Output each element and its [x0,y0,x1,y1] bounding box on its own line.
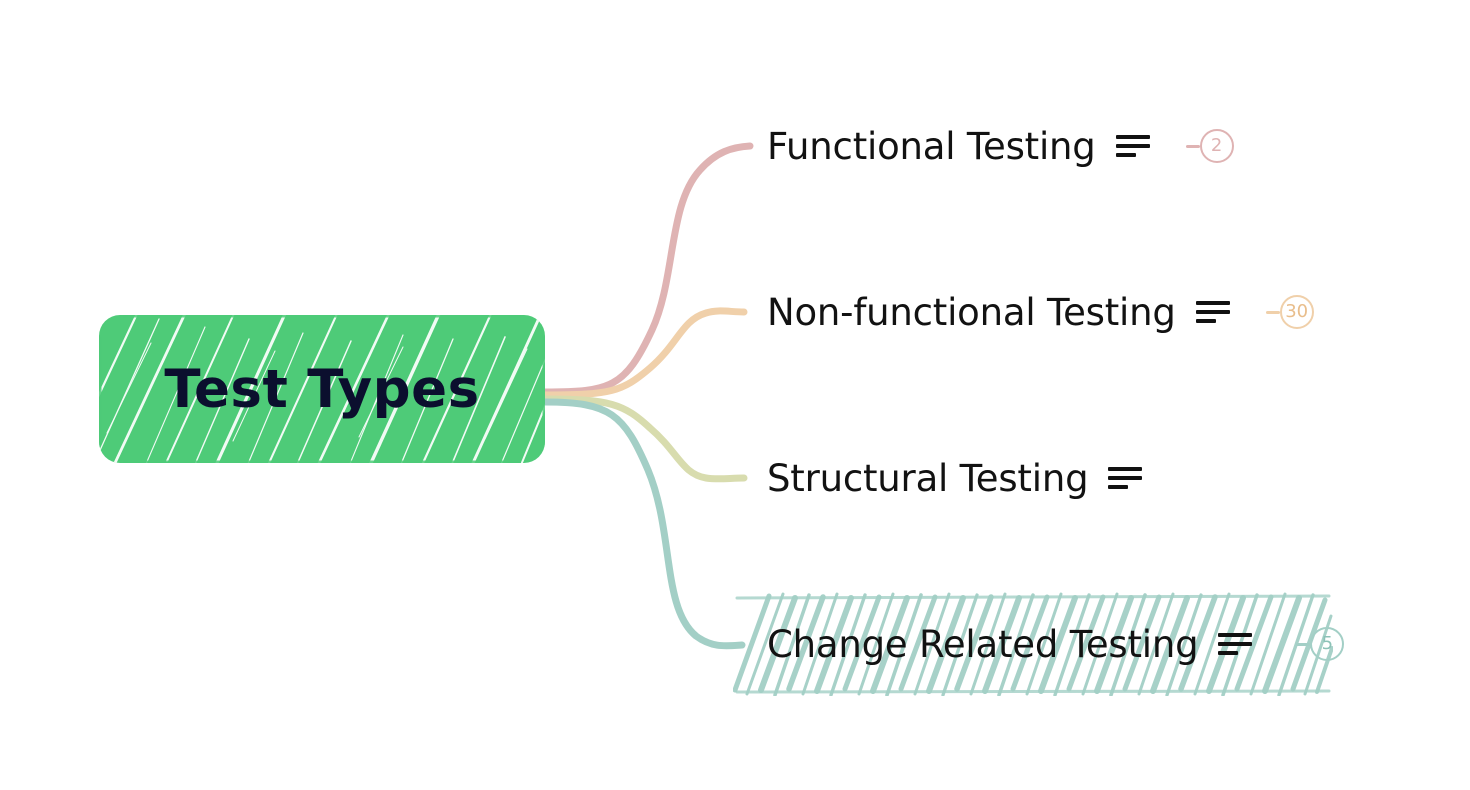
branch-non-functional-testing[interactable]: Non-functional Testing 30 [767,282,1314,342]
branch-label-non-functional-testing: Non-functional Testing [767,290,1176,334]
branch-curve-non-functional-testing [541,307,748,399]
count-badge-non-functional-testing[interactable]: 30 [1265,295,1314,329]
branch-curve-structural-testing [541,395,748,483]
badge-count: 5 [1310,627,1345,661]
count-badge-functional-testing[interactable]: 2 [1185,129,1234,163]
note-lines-icon[interactable] [1115,133,1150,159]
root-node-sketch-fill [97,313,547,465]
branch-label-change-related-testing: Change Related Testing [767,622,1199,666]
badge-count: 30 [1279,295,1314,329]
root-node[interactable]: Test Types [97,313,547,465]
note-lines-icon[interactable] [1195,299,1230,325]
branch-curve-functional-testing [541,142,754,396]
note-lines-icon[interactable] [1108,465,1143,491]
count-badge-change-related-testing[interactable]: 5 [1296,627,1345,661]
badge-connector-stub [1185,144,1200,148]
badge-connector-stub [1296,642,1311,646]
badge-connector-stub [1265,310,1280,314]
note-lines-icon[interactable] [1218,631,1253,657]
branch-label-functional-testing: Functional Testing [767,124,1096,168]
branch-curve-change-related-testing [541,398,746,650]
branch-label-structural-testing: Structural Testing [767,456,1089,500]
root-node-label: Test Types [164,358,480,420]
branch-change-related-testing[interactable]: Change Related Testing 5 [767,614,1345,674]
badge-count: 2 [1199,129,1234,163]
branch-functional-testing[interactable]: Functional Testing 2 [767,116,1234,176]
branch-structural-testing[interactable]: Structural Testing [767,448,1143,508]
